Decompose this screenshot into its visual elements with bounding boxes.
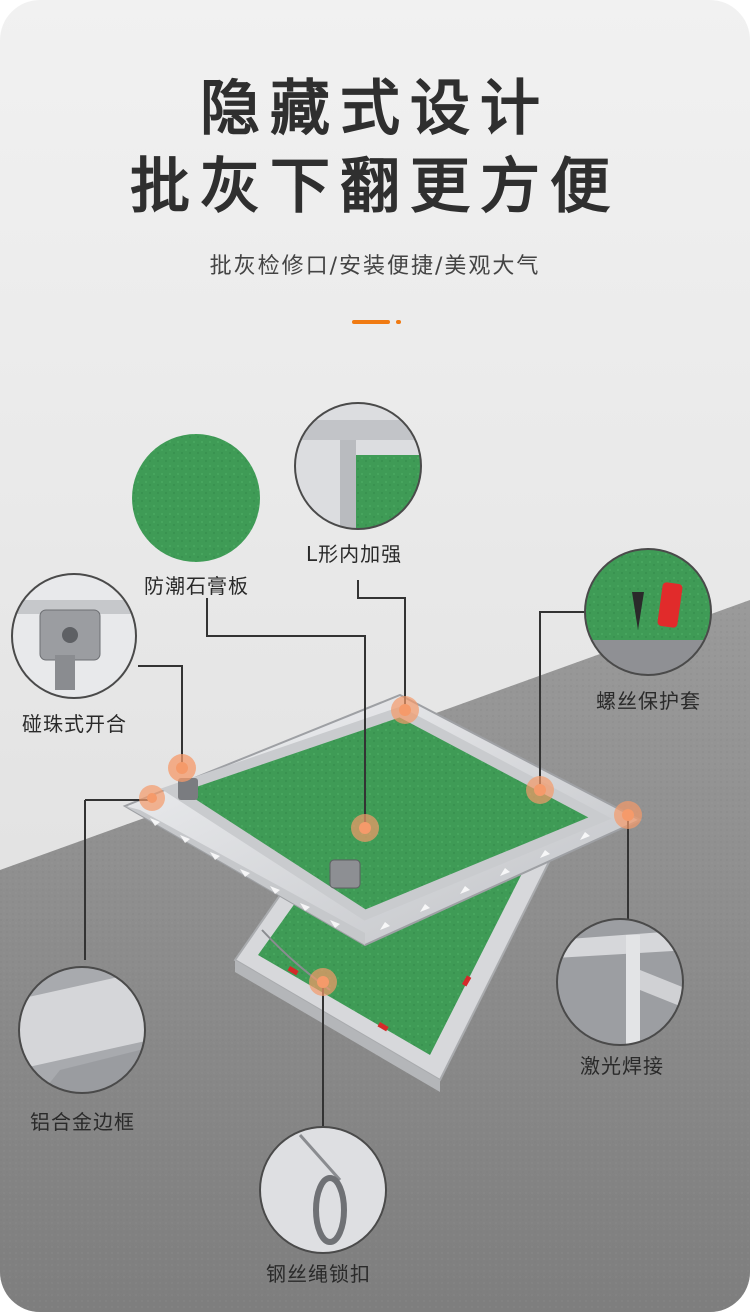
accent-bar (352, 320, 390, 324)
weld-detail-bubble (556, 918, 684, 1046)
screw-detail-bubble (584, 548, 712, 676)
callout-laser-weld: 激光焊接 (580, 1054, 664, 1078)
frame-detail-bubble (18, 966, 146, 1094)
hotspots (139, 696, 642, 996)
title-line-2: 批灰下翻更方便 (130, 152, 620, 222)
callout-latch: 碰珠式开合 (22, 712, 127, 736)
callout-wire-lock: 钢丝绳锁扣 (266, 1262, 371, 1286)
callout-screw-cover: 螺丝保护套 (596, 689, 701, 713)
title-line-1: 隐藏式设计 (200, 74, 550, 144)
callout-gypsum-board: 防潮石膏板 (144, 574, 249, 598)
gypsum-detail-bubble (132, 434, 260, 562)
subtitle: 批灰检修口/安装便捷/美观大气 (209, 254, 541, 279)
wire-lock-detail-bubble (259, 1126, 387, 1254)
callout-l-shape: L形内加强 (306, 542, 403, 566)
callout-aluminum-frame: 铝合金边框 (30, 1110, 135, 1134)
accent-dot (396, 320, 401, 324)
latch-detail-bubble (11, 573, 137, 699)
l-shape-detail-bubble (294, 402, 422, 530)
aluminum-frame (122, 693, 643, 947)
